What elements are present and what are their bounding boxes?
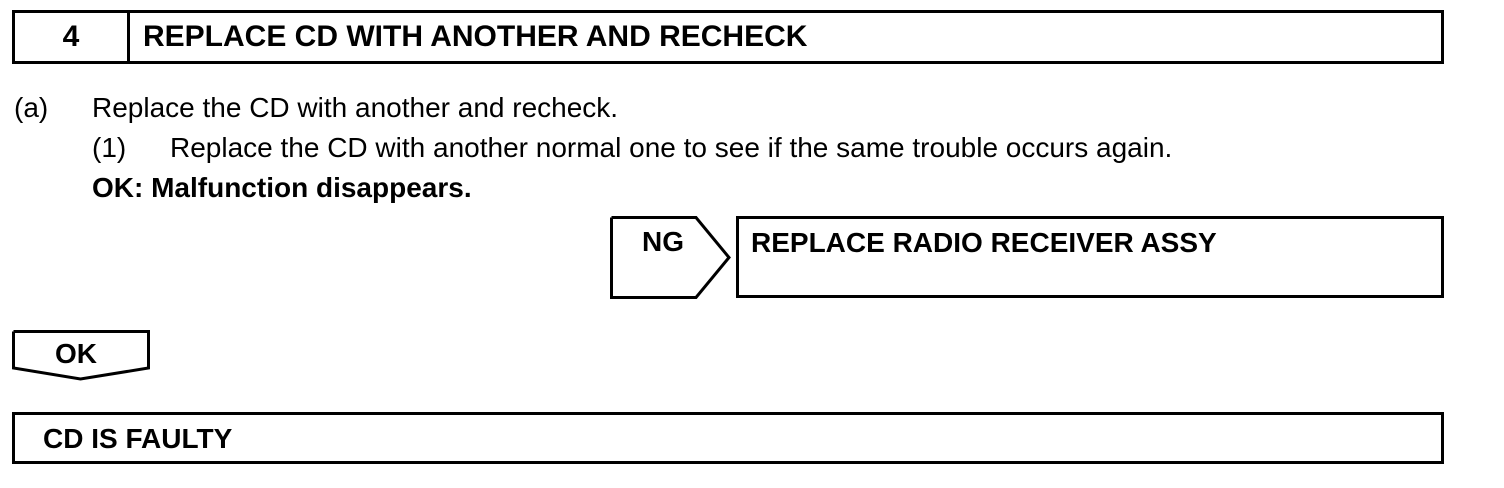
instruction-text: Replace the CD with another and recheck. <box>92 92 619 123</box>
ok-arrow-icon <box>12 330 150 381</box>
ok-condition: OK: Malfunction disappears. <box>92 172 472 203</box>
instruction-label: (a) <box>14 92 49 123</box>
ng-arrow-icon <box>610 216 731 299</box>
substep-label: (1) <box>92 132 127 163</box>
ok-result-text: CD IS FAULTY <box>43 423 233 454</box>
ng-label: NG <box>642 226 684 257</box>
step-number: 4 <box>15 13 130 61</box>
substep-text: Replace the CD with another normal one t… <box>170 132 1173 163</box>
ok-result-box: CD IS FAULTY <box>12 412 1444 464</box>
step-title: REPLACE CD WITH ANOTHER AND RECHECK <box>143 20 808 53</box>
step-header: 4 REPLACE CD WITH ANOTHER AND RECHECK <box>12 10 1444 64</box>
ng-action-box: REPLACE RADIO RECEIVER ASSY <box>736 216 1444 298</box>
ng-action-text: REPLACE RADIO RECEIVER ASSY <box>751 227 1217 258</box>
ok-label: OK <box>55 338 97 369</box>
